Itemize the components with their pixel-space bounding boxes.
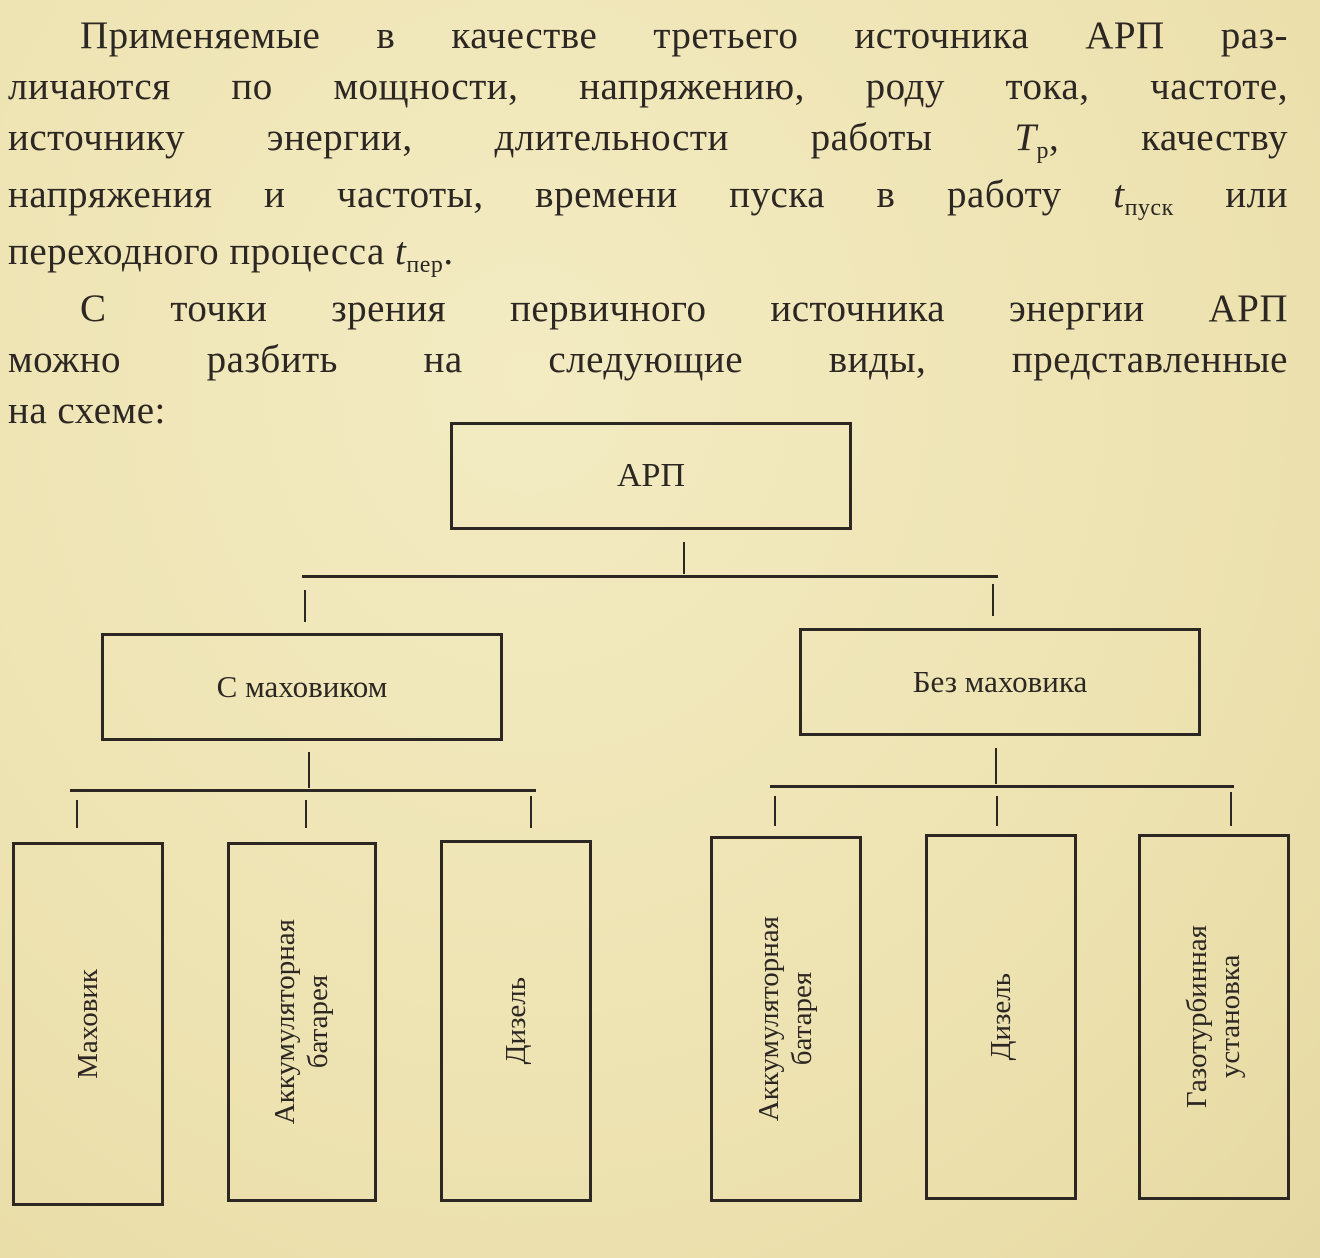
text-line: переходного процесса tпер. [8, 230, 454, 278]
connector [76, 800, 78, 828]
leaf-label: Дизель [499, 977, 532, 1065]
root-label: АРП [616, 457, 686, 494]
right-group-box: Без маховика [799, 628, 1201, 736]
text-line: на схеме: [8, 389, 166, 432]
leaf-label: Маховик [71, 969, 104, 1079]
leaf-box: Дизель [440, 840, 592, 1202]
left-group-label: С маховиком [216, 669, 388, 704]
text-line: напряжения и частоты, времени пуска в ра… [8, 173, 1288, 221]
connector [996, 796, 998, 826]
connector [305, 800, 307, 828]
connector [992, 584, 994, 616]
connector [302, 575, 998, 578]
connector [683, 542, 685, 574]
text-line: источнику энергии, длительности работы T… [8, 116, 1289, 164]
connector [308, 752, 310, 788]
body-text: Применяемые в качестве третьего источник… [8, 10, 1288, 436]
right-group-label: Без маховика [912, 664, 1088, 699]
text-line: Применяемые в качестве третьего источник… [80, 14, 1288, 57]
connector [304, 590, 306, 622]
connector [530, 796, 532, 828]
connector [1230, 792, 1232, 826]
text-line: С точки зрения первичного источника энер… [80, 287, 1288, 330]
connector [774, 796, 776, 826]
connector [70, 789, 536, 792]
text-line: можно разбить на следующие виды, предста… [8, 338, 1288, 381]
leaf-label: Дизель [984, 973, 1017, 1061]
root-box: АРП [450, 422, 852, 530]
connector [995, 748, 997, 784]
leaf-box: Дизель [925, 834, 1077, 1200]
connector [770, 785, 1234, 788]
text-line: личаются по мощности, напряжению, роду т… [8, 65, 1288, 108]
left-group-box: С маховиком [101, 633, 503, 741]
leaf-box: Маховик [12, 842, 164, 1206]
